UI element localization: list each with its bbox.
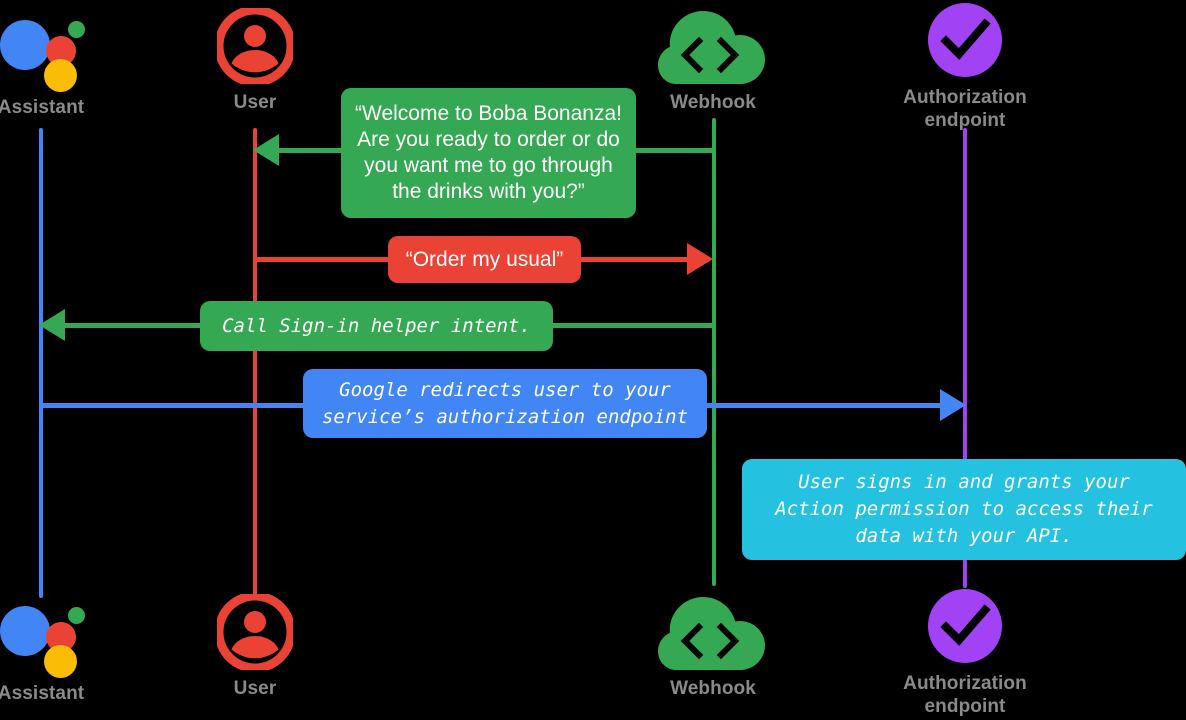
purple-check-icon	[928, 3, 1002, 77]
google-assistant-icon	[0, 8, 85, 92]
actor-label-user-bottom: User	[233, 678, 277, 699]
lifeline-webhook	[712, 118, 716, 586]
message-bubble-signin-helper: Call Sign-in helper intent.	[200, 301, 553, 351]
arrow-head-order-usual	[687, 243, 713, 275]
actor-assistant-top: Assistant	[0, 8, 136, 119]
purple-check-icon	[928, 589, 1002, 663]
actor-webhook-bottom: Webhook	[618, 594, 808, 700]
actor-label-webhook-top: Webhook	[670, 92, 756, 113]
lifeline-user	[253, 128, 257, 598]
cloud-code-icon	[658, 597, 765, 670]
actor-auth-top: Authorization endpoint	[870, 2, 1060, 132]
message-bubble-order-usual: “Order my usual”	[388, 236, 581, 283]
actor-label-user-top: User	[233, 92, 277, 113]
lifeline-assistant	[39, 128, 43, 598]
message-bubble-welcome: “Welcome to Boba Bonanza! Are you ready …	[341, 88, 636, 218]
lifeline-auth	[963, 128, 967, 588]
message-bubble-user-grants: User signs in and grants your Action per…	[742, 459, 1186, 560]
actor-user-top: User	[160, 8, 350, 114]
message-bubble-google-redirect: Google redirects user to your service’s …	[303, 369, 707, 438]
actor-webhook-top: Webhook	[618, 8, 808, 114]
user-avatar-icon	[217, 8, 293, 84]
actor-auth-bottom: Authorization endpoint	[870, 588, 1060, 718]
arrow-head-signin-helper	[39, 309, 65, 341]
actor-label-assistant-top: Assistant	[0, 97, 85, 118]
actor-user-bottom: User	[160, 594, 350, 700]
actor-label-auth-bottom: Authorization endpoint	[903, 673, 1027, 717]
user-avatar-icon	[217, 594, 293, 670]
actor-label-webhook-bottom: Webhook	[670, 678, 756, 699]
google-assistant-icon	[0, 594, 85, 678]
actor-assistant-bottom: Assistant	[0, 594, 136, 705]
arrow-head-welcome	[253, 134, 279, 166]
actor-label-auth-top: Authorization endpoint	[903, 87, 1027, 131]
arrow-head-google-redirect	[940, 389, 966, 421]
actor-label-assistant-bottom: Assistant	[0, 683, 85, 704]
cloud-code-icon	[658, 11, 765, 84]
